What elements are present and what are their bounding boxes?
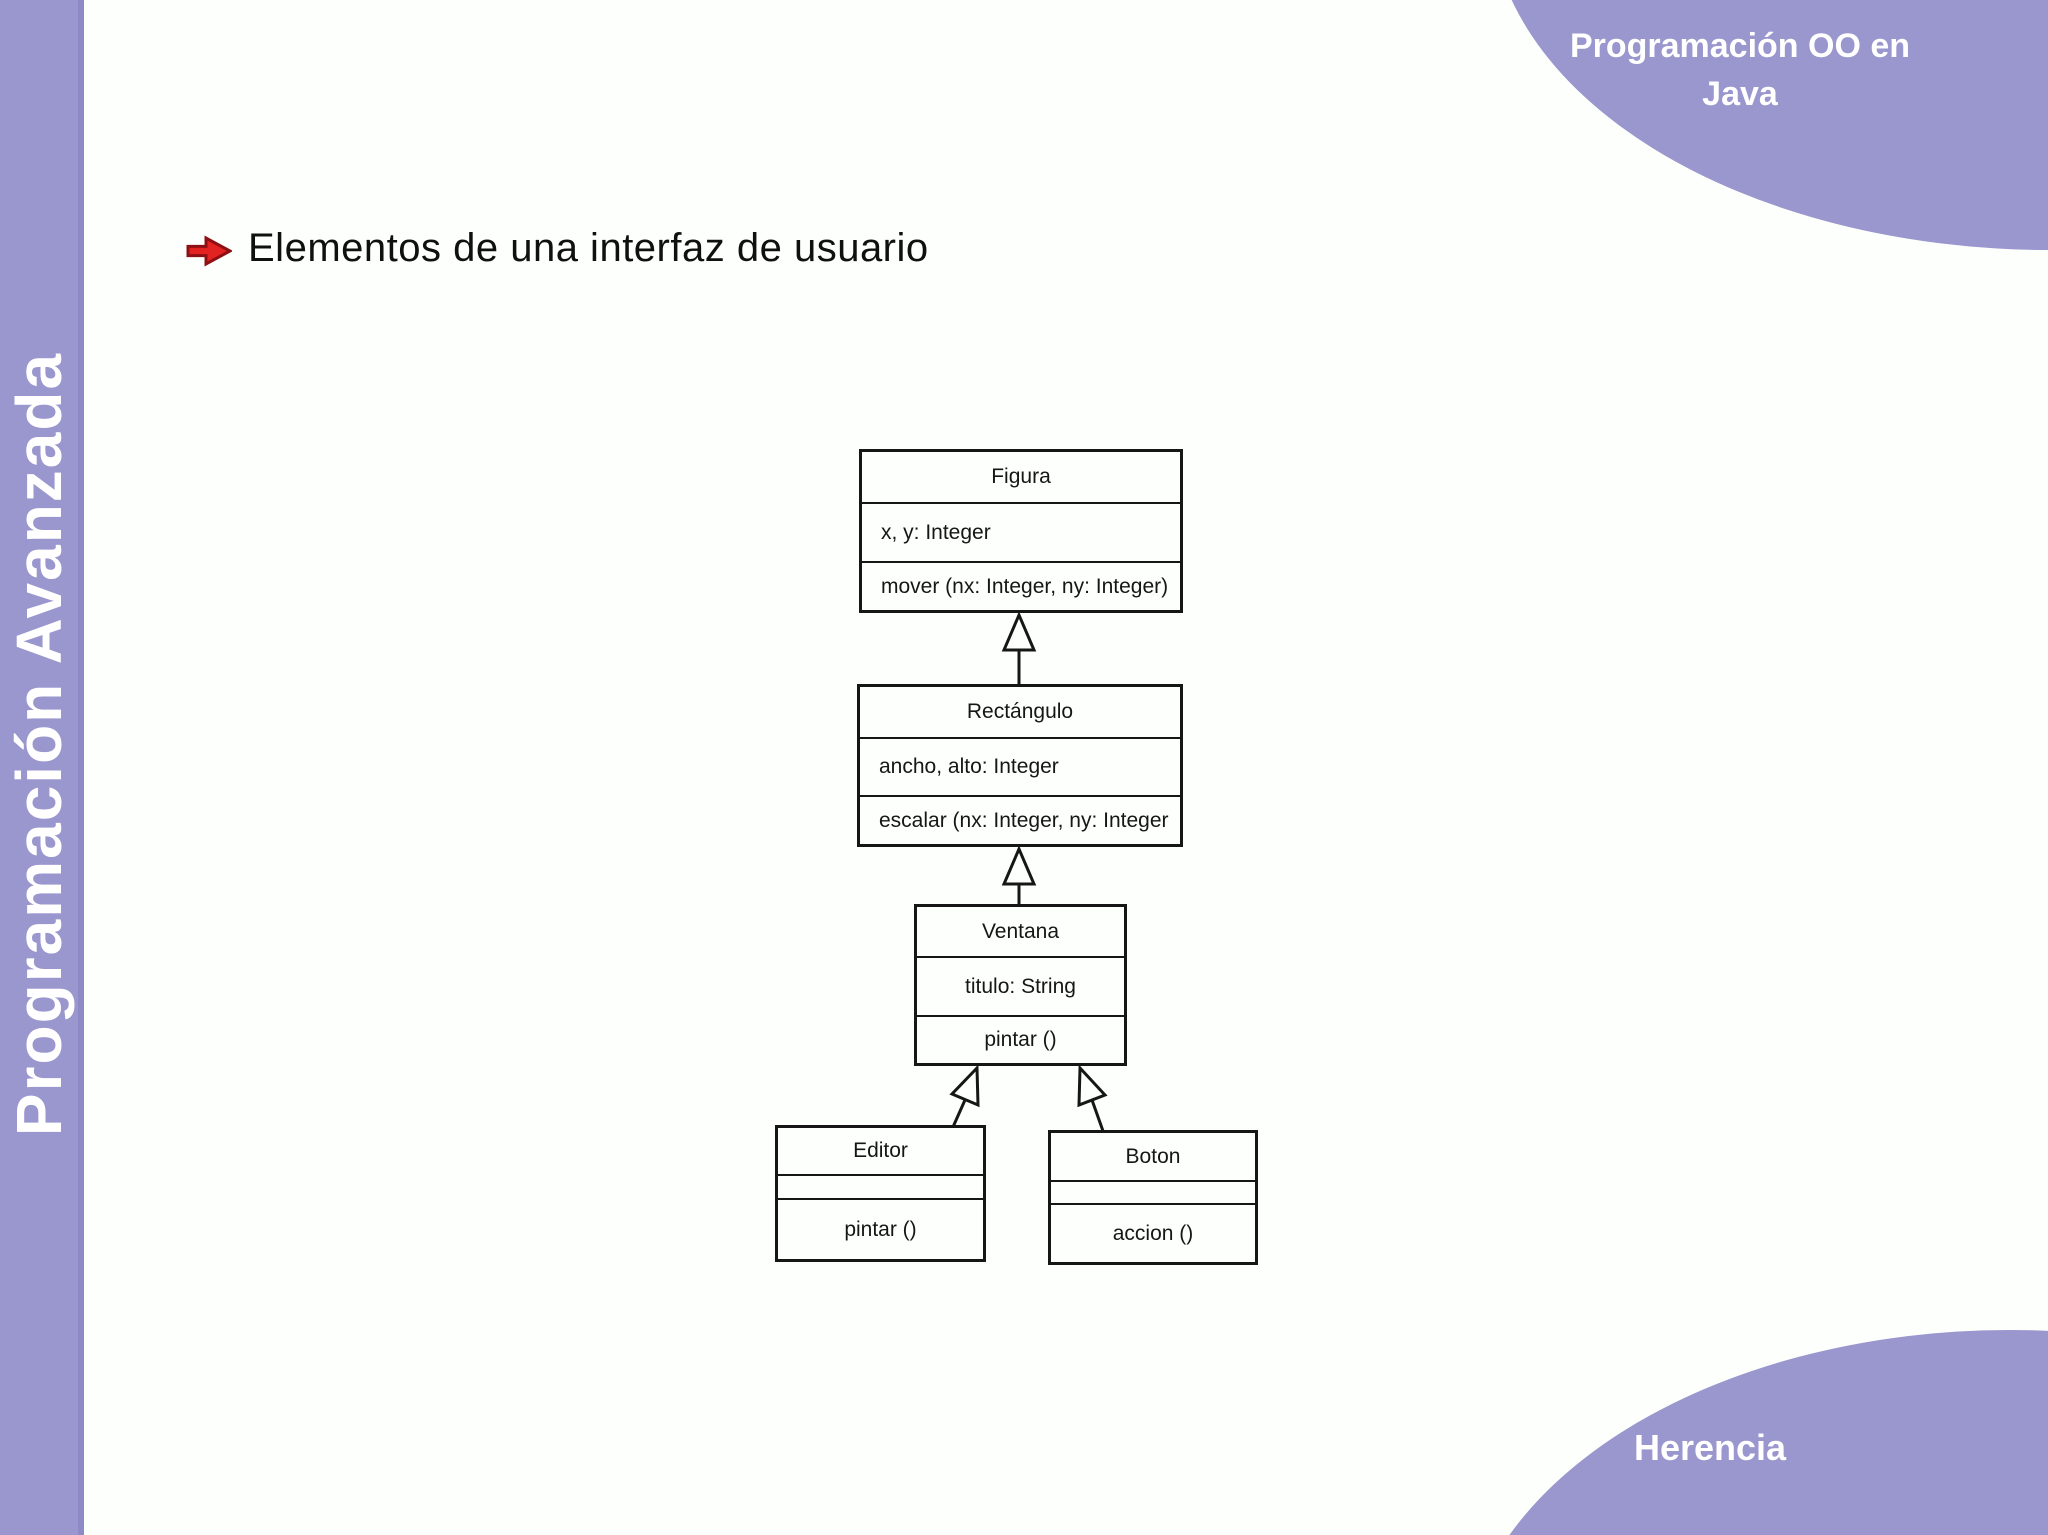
uml-class-name: Boton <box>1125 1144 1181 1168</box>
sidebar-title: Programación Avanzada <box>3 351 75 1137</box>
section-badge: Herencia <box>1633 1427 1787 1468</box>
uml-class-name: Ventana <box>981 919 1060 943</box>
uml-class-attributes <box>778 1174 983 1198</box>
uml-class-methods: escalar (nx: Integer, ny: Integer <box>860 795 1180 844</box>
connector-line <box>951 1099 967 1128</box>
uml-class-attributes <box>1051 1180 1255 1203</box>
hollow-triangle-arrowhead <box>949 1064 980 1108</box>
uml-class-attributes: ancho, alto: Integer <box>860 737 1180 795</box>
uml-class-methods: pintar () <box>917 1015 1124 1063</box>
course-badge-line2: Java <box>1702 75 1778 113</box>
uml-class-methods: pintar () <box>778 1198 983 1259</box>
uml-class-methods: mover (nx: Integer, ny: Integer) <box>862 561 1180 610</box>
uml-class-attributes: titulo: String <box>917 956 1124 1015</box>
generalization-arrow-editor-ventana <box>949 1064 980 1128</box>
generalization-arrow-ventana-rectangulo <box>1001 845 1037 906</box>
red-arrow-bullet-icon <box>186 235 232 267</box>
uml-class-name: Rectángulo <box>966 700 1074 723</box>
sidebar: Programación Avanzada <box>0 0 84 1535</box>
uml-class-attributes: x, y: Integer <box>862 502 1180 561</box>
uml-class-editor: Editor pintar () <box>775 1125 986 1262</box>
uml-class-ventana: Ventana titulo: String pintar () <box>914 904 1127 1066</box>
generalization-arrow-boton-ventana <box>1077 1064 1108 1132</box>
course-badge: Programación OO en Java <box>1490 22 1990 118</box>
hollow-triangle-arrowhead <box>1001 845 1037 886</box>
slide-title: Elementos de una interfaz de usuario <box>248 225 929 270</box>
hollow-triangle-arrowhead <box>1001 611 1037 652</box>
uml-class-methods: accion () <box>1051 1203 1255 1262</box>
connector-line <box>1090 1099 1105 1132</box>
uml-class-name: Editor <box>853 1139 908 1162</box>
slide-title-row: Elementos de una interfaz de usuario <box>186 220 929 276</box>
hollow-triangle-arrowhead <box>1077 1064 1108 1108</box>
uml-class-rectangulo: Rectángulo ancho, alto: Integer escalar … <box>857 684 1183 847</box>
uml-class-name: Figura <box>991 465 1051 488</box>
generalization-arrow-rectangulo-figura <box>1001 611 1037 686</box>
course-badge-line1: Programación OO en <box>1569 27 1911 65</box>
uml-class-figura: Figura x, y: Integer mover (nx: Integer,… <box>859 449 1183 613</box>
uml-class-boton: Boton accion () <box>1048 1130 1258 1265</box>
